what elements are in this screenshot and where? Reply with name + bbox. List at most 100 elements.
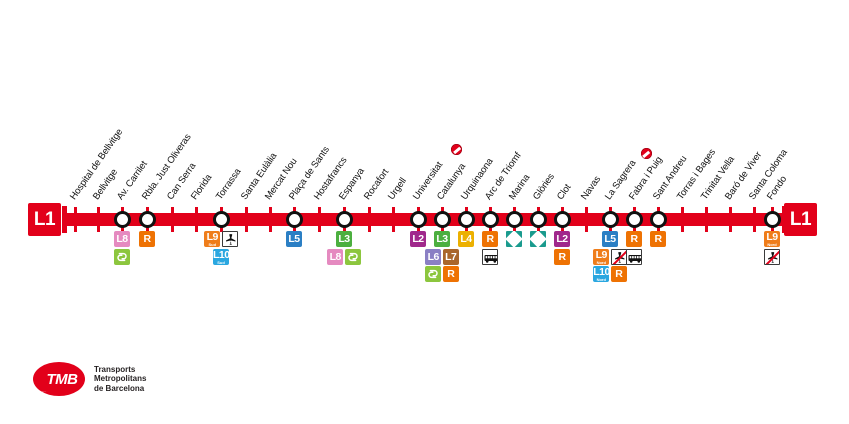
- station-interchange-marker[interactable]: [433, 211, 451, 228]
- tram-icon[interactable]: [530, 231, 546, 247]
- connection-badge-l7[interactable]: L7: [442, 248, 459, 265]
- badge-suffix: Nord: [596, 277, 606, 282]
- connection-badge-r[interactable]: R: [610, 266, 627, 282]
- station-interchange-marker[interactable]: [649, 211, 667, 228]
- station-tick: [391, 207, 395, 232]
- connection-row: L4: [458, 231, 474, 247]
- connection-row: [506, 231, 522, 247]
- station-tick: [584, 207, 588, 232]
- connection-row: L5: [602, 231, 618, 247]
- badge-suffix: Nord: [596, 259, 606, 265]
- station-interchange-marker[interactable]: [505, 211, 523, 228]
- station-interchange-marker[interactable]: [625, 211, 643, 228]
- station-tick: [96, 207, 100, 232]
- station-interchange-marker[interactable]: [285, 211, 303, 228]
- station-label[interactable]: Torrassa: [213, 166, 244, 202]
- station-connections: L4: [436, 231, 496, 247]
- station-alert-icon[interactable]: [451, 144, 463, 156]
- tmb-wordmark-line2: Metropolitans: [94, 374, 147, 384]
- station-tick: [194, 207, 198, 232]
- station-interchange-marker[interactable]: [601, 211, 619, 228]
- connection-badge-l5[interactable]: L5: [602, 231, 618, 247]
- connection-badge-l6[interactable]: L6: [425, 248, 442, 265]
- line-cap-left: [62, 206, 67, 233]
- connection-badge-r[interactable]: R: [650, 231, 666, 247]
- connection-row: L2: [410, 231, 426, 247]
- connection-row: [764, 248, 780, 265]
- connection-row: L5: [286, 231, 302, 247]
- tmb-wordmark-line3: de Barcelona: [94, 383, 145, 393]
- connection-badge-l4[interactable]: L4: [458, 231, 474, 247]
- station-label[interactable]: Navas: [578, 174, 604, 202]
- connection-badge-l5[interactable]: L5: [286, 231, 302, 247]
- station-interchange-marker[interactable]: [409, 211, 427, 228]
- tmb-logo-text: TMB: [46, 370, 79, 388]
- connection-row: [530, 231, 546, 247]
- station-interchange-marker[interactable]: [457, 211, 475, 228]
- station-label[interactable]: Marina: [506, 172, 533, 202]
- station-alert-icon[interactable]: [640, 148, 652, 160]
- connection-badge-r[interactable]: R: [626, 231, 642, 247]
- station-label[interactable]: Florida: [188, 172, 215, 202]
- station-interchange-marker[interactable]: [481, 211, 499, 228]
- connection-badge-l8[interactable]: L8: [114, 231, 130, 247]
- station-connections: L2: [388, 231, 448, 247]
- station-tick: [317, 207, 321, 232]
- connection-badge-l2[interactable]: L2: [554, 231, 570, 247]
- connection-row: R: [425, 266, 459, 282]
- connection-badge-l8[interactable]: L8: [327, 248, 344, 265]
- connection-badge-l3[interactable]: L3: [336, 231, 352, 247]
- terminal-badge-left[interactable]: L1: [28, 203, 61, 236]
- station-interchange-marker[interactable]: [212, 211, 230, 228]
- station-connections: R: [117, 231, 177, 247]
- badge-suffix: Sud: [208, 242, 217, 247]
- station-interchange-marker[interactable]: [138, 211, 156, 228]
- connection-badge-r[interactable]: R: [482, 231, 498, 247]
- connection-row: [114, 248, 130, 265]
- station-interchange-marker[interactable]: [529, 211, 547, 228]
- station-connections: [484, 231, 544, 247]
- connection-badge-l2[interactable]: L2: [410, 231, 426, 247]
- station-label[interactable]: Urgell: [385, 175, 409, 202]
- connection-badge-l3[interactable]: L3: [434, 231, 450, 247]
- bus-icon: [482, 248, 498, 265]
- station-interchange-marker[interactable]: [335, 211, 353, 228]
- station-tick: [728, 207, 732, 232]
- station-interchange-marker[interactable]: [553, 211, 571, 228]
- connection-badge-r[interactable]: R: [554, 248, 570, 265]
- fgc-icon: [425, 266, 442, 282]
- station-label[interactable]: Glòries: [530, 171, 557, 202]
- station-connections: R: [460, 231, 520, 265]
- airport-icon: [221, 231, 238, 247]
- station-tick: [268, 207, 272, 232]
- terminal-badge-right[interactable]: L1: [784, 203, 817, 236]
- badge-suffix: Sud: [217, 259, 225, 265]
- station-label[interactable]: Clot: [554, 182, 574, 202]
- tmb-wordmark-line1: Transports: [94, 364, 136, 374]
- no-airport-icon: [610, 248, 627, 265]
- station-tick: [170, 207, 174, 232]
- station-interchange-marker[interactable]: [763, 211, 781, 228]
- connection-badge-r[interactable]: R: [442, 266, 459, 282]
- connection-row: R: [554, 248, 570, 265]
- tram-icon[interactable]: [506, 231, 522, 247]
- station-interchange-marker[interactable]: [113, 211, 131, 228]
- connection-row: L3: [336, 231, 352, 247]
- connection-badge-r[interactable]: R: [139, 231, 155, 247]
- station-tick: [367, 207, 371, 232]
- connection-row: L8: [114, 231, 130, 247]
